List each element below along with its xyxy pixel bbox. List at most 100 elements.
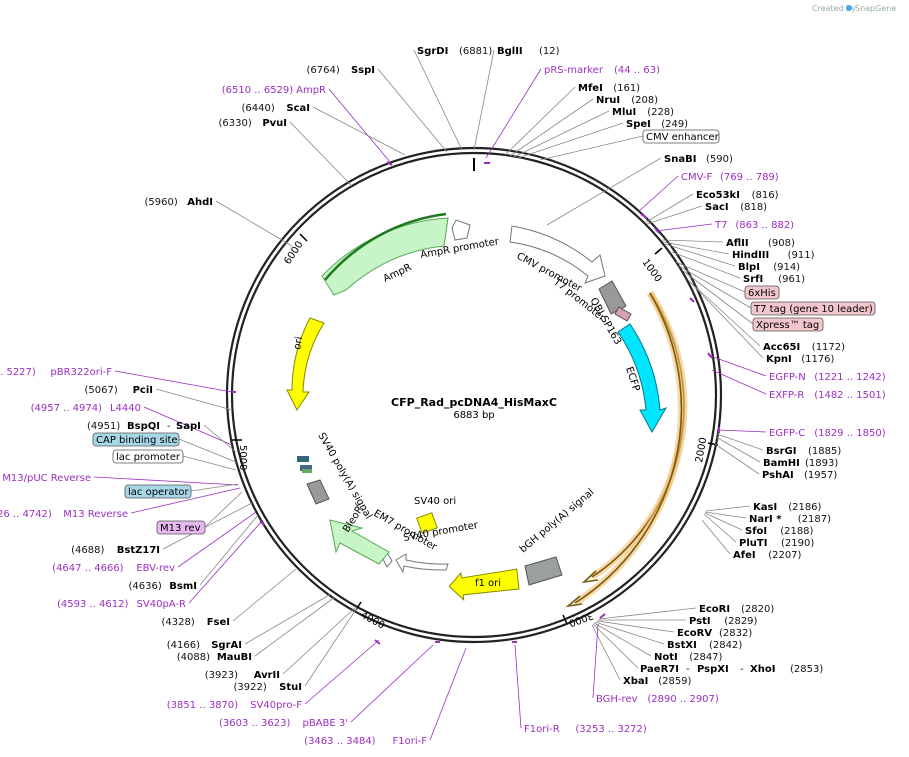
site-position: (6330) (219, 118, 252, 129)
site-saci[interactable]: SacI(818) (705, 202, 767, 213)
site-name: ScaI (286, 103, 310, 114)
site-spei[interactable]: SpeI(249) (626, 119, 688, 130)
boxed-cmv-enhancer[interactable]: CMV enhancer (642, 129, 720, 144)
site-pbabe[interactable]: pBABE 3'(3603 .. 3623) (219, 718, 348, 729)
site-m13rev[interactable]: M13 Reverse(4726 .. 4742) (0, 509, 128, 520)
site-snabi[interactable]: SnaBI(590) (664, 154, 733, 165)
tick-1000-mark (654, 247, 663, 255)
site-name: BsrGI (766, 446, 796, 457)
sv40-promoter-label: SV40 promoter (403, 520, 480, 544)
site-bsmi[interactable]: BsmI(4636) (129, 581, 197, 592)
site-mlui[interactable]: MluI(228) (612, 107, 674, 118)
site-nari[interactable]: NarI *(2187) (749, 514, 831, 525)
site-pshai[interactable]: PshAI(1957) (762, 470, 837, 481)
site-bstz17i[interactable]: BstZ17I(4688) (71, 545, 160, 556)
sv40-polya-label: SV40 poly(A) signal (315, 431, 373, 521)
feature-ecfp[interactable]: ECFP (617, 323, 668, 434)
credit: Created by SnapGene (812, 4, 896, 13)
boxed-t7tag[interactable]: T7 tag (gene 10 leader) (750, 301, 876, 316)
site-paer7i-pspxi-xhoi[interactable]: PaeR7I-PspXI-XhoI(2853) (640, 664, 823, 675)
site-psti[interactable]: PstI(2829) (689, 616, 758, 627)
site-bspqi-sapi[interactable]: (4951)BspQI-SapI (87, 421, 201, 432)
site-position: (4688) (71, 545, 104, 556)
site-l4440[interactable]: L4440(4957 .. 4974) (31, 403, 141, 414)
site-sfoi[interactable]: SfoI(2188) (745, 526, 814, 537)
site-xbai[interactable]: XbaI(2859) (623, 676, 692, 687)
site-afei[interactable]: AfeI(2207) (733, 550, 802, 561)
f1-ori-label: f1 ori (475, 578, 501, 589)
feature-bgh[interactable]: bGH poly(A) signal (518, 487, 597, 586)
boxed-lacoperator[interactable]: lac operator (124, 484, 192, 499)
site-sgrai[interactable]: SgrAI(4166) (167, 640, 242, 651)
feature-f1-ori[interactable]: f1 ori (448, 567, 520, 602)
site-m13puc[interactable]: M13/pUC Reverse(4739 .. 4761) (0, 473, 91, 484)
site-afiii[interactable]: AflII(908) (726, 238, 795, 249)
site-egfpr[interactable]: EXFP-R(1482 .. 1501) (769, 390, 886, 401)
site-fsei[interactable]: FseI(4328) (162, 617, 230, 628)
site-name: AmpR (296, 85, 326, 96)
leader-line (593, 622, 652, 657)
site-stui[interactable]: StuI(3922) (234, 682, 302, 693)
boxed-background (156, 520, 206, 535)
site-blpi[interactable]: BlpI(914) (738, 262, 800, 273)
site-noti[interactable]: NotI(2847) (654, 652, 723, 663)
leader-line (429, 647, 467, 741)
boxed-6xhis[interactable]: 6xHis (744, 285, 780, 300)
site-pbr322[interactable]: pBR322ori-F(5208 .. 5227) (0, 367, 112, 378)
site-pluti[interactable]: PluTI(2190) (739, 538, 814, 549)
site-hindiii[interactable]: HindIII(911) (732, 250, 815, 261)
site-position: (5960) (145, 197, 178, 208)
site-egfpn[interactable]: EGFP-N(1221 .. 1242) (769, 372, 886, 383)
leader-line (114, 370, 233, 393)
site-ecori[interactable]: EcoRI(2820) (699, 604, 774, 615)
site-name: SgrAI (211, 640, 242, 651)
site-maubi[interactable]: MauBI(4088) (177, 652, 252, 663)
site-position: (914) (773, 262, 800, 273)
site-prs[interactable]: pRS-marker(44 .. 63) (544, 65, 660, 76)
site-bamhi[interactable]: BamHI(1893) (763, 458, 838, 469)
site-sspi[interactable]: SspI(6764) (307, 65, 375, 76)
site-kpni[interactable]: KpnI(1176) (766, 354, 835, 365)
site-ahdi[interactable]: AhdI(5960) (145, 197, 213, 208)
site-cmvf[interactable]: CMV-F(769 .. 789) (681, 172, 779, 183)
site-sv40pro[interactable]: SV40pro-F(3851 .. 3870) (167, 700, 302, 711)
site-mfei[interactable]: MfeI(161) (578, 83, 640, 94)
site-bsrgi[interactable]: BsrGI(1885) (766, 446, 841, 457)
site-f1orif[interactable]: F1ori-F(3463 .. 3484) (304, 736, 427, 747)
site-t7[interactable]: T7(863 .. 882) (714, 220, 794, 231)
site-scai[interactable]: ScaI(6440) (242, 103, 310, 114)
site-ebvrev[interactable]: EBV-rev(4647 .. 4666) (52, 563, 175, 574)
site-ampr[interactable]: AmpR(6510 .. 6529) (222, 85, 326, 96)
boxed-lacpromoter[interactable]: lac promoter (112, 449, 184, 464)
site-bghrev[interactable]: BGH-rev(2890 .. 2907) (596, 694, 719, 705)
site-kasi[interactable]: KasI(2186) (753, 502, 822, 513)
site-acc65i[interactable]: Acc65I(1172) (763, 342, 845, 353)
site-sgrdi[interactable]: SgrDI(6881) (417, 46, 492, 57)
feature-sv40-polya[interactable]: SV40 poly(A) signal (297, 431, 374, 521)
site-bglii[interactable]: BglII(12) (497, 46, 560, 57)
site-bstxi[interactable]: BstXI(2842) (667, 640, 742, 651)
boxed-background (112, 449, 184, 464)
site-f1orir[interactable]: F1ori-R(3253 .. 3272) (524, 724, 647, 735)
site-eco53ki[interactable]: Eco53kI(816) (696, 190, 779, 201)
feature-cds-arcs[interactable] (565, 291, 688, 608)
site-avrii[interactable]: AvrII(3923) (205, 670, 280, 681)
leader-line (93, 476, 239, 486)
site-pcii[interactable]: PciI(5067) (85, 385, 153, 396)
site-position: (908) (768, 238, 795, 249)
boxed-xpress[interactable]: Xpress™ tag (752, 317, 824, 332)
boxed-m13rev[interactable]: M13 rev (156, 520, 206, 535)
feature-sv40-ori[interactable]: SV40 ori (414, 496, 456, 534)
site-sv40pa[interactable]: SV40pA-R(4593 .. 4612) (57, 599, 186, 610)
site-ecorv[interactable]: EcoRV(2832) (677, 628, 752, 639)
site-egfpc[interactable]: EGFP-C(1829 .. 1850) (769, 428, 886, 439)
site-pvui[interactable]: PvuI(6330) (219, 118, 287, 129)
site-srfi[interactable]: SrfI(961) (743, 274, 805, 285)
leader-line (182, 455, 237, 471)
site-name: NarI * (749, 514, 782, 525)
boxed-cap[interactable]: CAP binding site (92, 432, 180, 447)
leader-line (681, 269, 754, 325)
leader-line (244, 593, 332, 645)
feature-ori[interactable]: ori (286, 317, 325, 411)
site-nrui[interactable]: NruI(208) (596, 95, 658, 106)
